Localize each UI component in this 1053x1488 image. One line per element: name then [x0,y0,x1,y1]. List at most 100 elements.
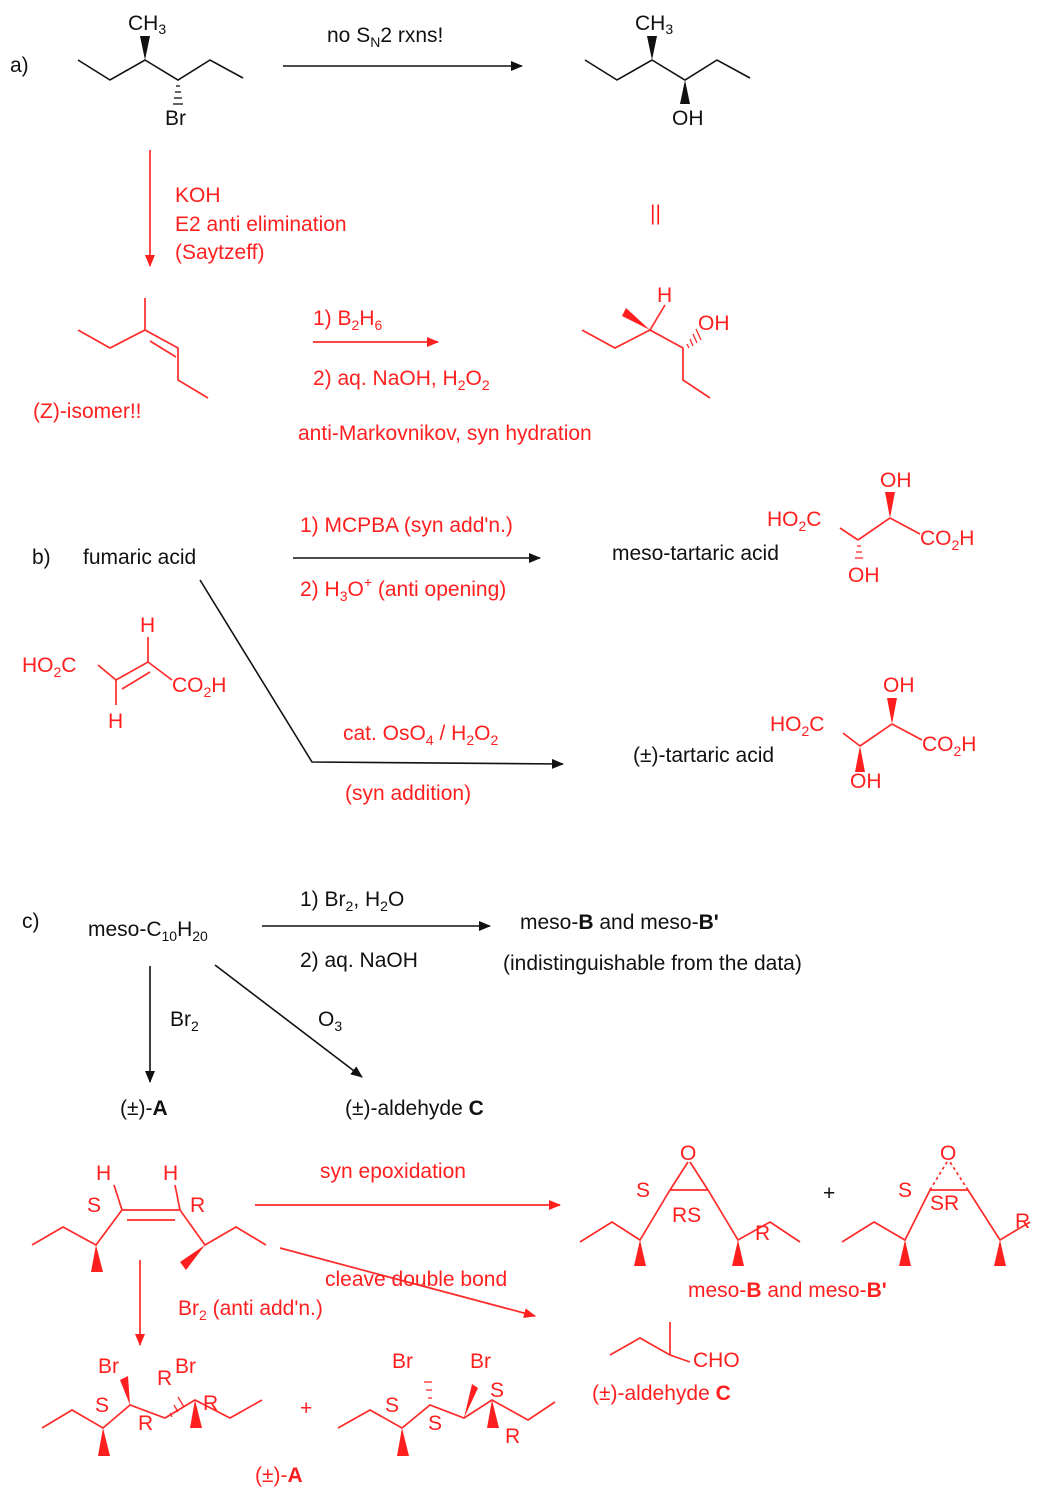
c-aldehyde-c-label: (±)-aldehyde C [592,1382,731,1405]
a-e2-rule: (Saytzeff) [175,241,264,264]
a-bromide-br-hash [173,85,183,105]
a-alcohol-methyl-wedge [647,36,657,60]
c-epoxide2-sr: SR [930,1192,959,1215]
c-aldehyde-c: (±)-aldehyde C [345,1097,484,1120]
b-meso-co2h: CO2H [920,527,974,553]
c-cleave-arrow [279,1247,536,1318]
b-meso-oh-hash [855,545,863,559]
a-alcohol-oh-text: OH [672,107,704,130]
c-dibromide1-r-top: R [157,1367,172,1390]
c-alkene-wedge-left [91,1245,103,1272]
c-dibromide1-skeleton [41,1399,263,1430]
a-hydration-h-text: H [657,284,672,307]
b-lower-step1: cat. OsO4 / H2O2 [343,722,498,748]
c-dibromide-2-structure: Br Br S S S R [337,1350,556,1456]
b-meso-oh-wedge [885,492,895,518]
c-ozonolysis-reagent: O3 [318,1008,342,1034]
b-racemic-oh-wedge-top [887,698,897,724]
c-dibromide-plus: + [300,1397,312,1420]
c-dibromide1-s: S [95,1394,109,1417]
c-alkene-skeleton [31,1209,267,1247]
c-alkene-s-label: S [87,1194,101,1217]
part-c-label: c) [22,910,40,933]
c-alkene-r-label: R [190,1194,205,1217]
c-meso-b-epoxides: meso-B and meso-B' [688,1279,887,1302]
c-epoxide1-rs: RS [672,1204,701,1227]
part-b-label: b) [32,546,51,569]
a-hydration-methyl-wedge [622,308,650,330]
b-racemic-tartaric-structure: HO2C CO2H OH OH [770,674,976,793]
b-meso-oh-top: OH [880,469,912,492]
c-dibromide-1-structure: Br Br R S R R [41,1355,263,1456]
c-epoxide2-s: S [898,1179,912,1202]
b-meso-ho2c: HO2C [767,508,821,534]
c-halohydrin-step1: 1) Br2, H2O [300,888,404,914]
a-bromide-br-text: Br [165,107,186,130]
c-dibromide2-br-right: Br [470,1350,491,1373]
c-alkene-h-right-bond [174,1184,181,1211]
c-dibromide2-skeleton [337,1399,556,1430]
c-dibromide1-br-right: Br [175,1355,196,1378]
a-bromide-ch3-text: CH3 [128,12,166,37]
a-alkene-skeleton [77,329,209,399]
a-hydration-oh-hash [686,328,702,349]
c-ozonolysis-arrow [214,964,363,1078]
b-fumaric-structure: HO2C CO2H H H [22,614,226,733]
c-epoxide1-skeleton [579,1189,801,1243]
c-cis-alkene-structure: H H S R [31,1162,267,1272]
c-meso-b-products: meso-B and meso-B' [520,911,719,934]
c-epoxidation-label: syn epoxidation [320,1160,466,1183]
part-a-label: a) [10,54,29,77]
c-alkene-wedge-right [180,1245,205,1270]
c-cleave-label: cleave double bond [325,1268,507,1291]
a-bromide-molecule: CH3 Br [77,12,244,130]
c-product-a: (±)-A [120,1097,168,1120]
c-aldehyde-cho: CHO [693,1349,740,1372]
b-racemic-ho2c: HO2C [770,713,824,739]
a-top-arrow-label: no SN2 rxns! [327,24,443,50]
c-aldehyde-structure: CHO [609,1322,740,1372]
c-dibromide2-s-mid: S [428,1412,442,1435]
c-epoxide-sr-structure: O S SR R [841,1142,1031,1266]
a-bromide-methyl-wedge [140,36,150,60]
a-alkene-molecule [77,298,209,399]
b-racemic-oh-wedge-bottom [855,746,865,772]
c-dibromide2-r: R [505,1425,520,1448]
c-dibromide2-s-left: S [385,1394,399,1417]
a-hydroboration-step2: 2) aq. NaOH, H2O2 [313,367,490,393]
b-lower-arrow [199,579,564,769]
c-indistinguishable-note: (indistinguishable from the data) [503,952,802,975]
c-epoxide1-o: O [680,1142,696,1165]
c-anti-addition-label: Br2 (anti add'n.) [178,1297,323,1323]
c-epoxide-rs-structure: O S RS R [579,1142,801,1266]
b-racemic-oh-top: OH [883,674,915,697]
c-alkene-h-left: H [96,1162,111,1185]
a-hydroboration-step1: 1) B2H6 [313,307,382,333]
a-alcohol-oh-wedge [680,80,690,104]
b-meso-tartaric-name: meso-tartaric acid [612,542,779,565]
a-hydration-skeleton [581,329,711,399]
b-fumaric-co2h: CO2H [172,674,226,700]
b-fumaric-h-top: H [140,614,155,637]
a-hydration-product: H OH [581,284,730,399]
a-e2-type: E2 anti elimination [175,213,347,236]
a-alcohol-ch3-text: CH3 [635,12,673,37]
c-epoxide-plus: + [823,1182,835,1205]
b-fumaric-h-bottom: H [108,710,123,733]
a-alcohol-molecule: CH3 OH [584,12,751,130]
c-halohydrin-step2: 2) aq. NaOH [300,949,418,972]
c-dibromide-a-label: (±)-A [255,1464,303,1487]
a-z-isomer-label: (Z)-isomer!! [33,400,142,423]
b-racemic-oh-bottom: OH [850,770,882,793]
a-identical-sign: || [650,202,661,225]
a-hydration-oh-text: OH [698,312,730,335]
b-racemic-co2h: CO2H [922,733,976,759]
a-hydration-h-bond [649,304,666,331]
b-lower-step2: (syn addition) [345,782,471,805]
a-bromide-skeleton [77,59,244,81]
b-start-name: fumaric acid [83,546,196,569]
c-dibromide2-br-left: Br [392,1350,413,1373]
c-alkene-h-right: H [163,1162,178,1185]
